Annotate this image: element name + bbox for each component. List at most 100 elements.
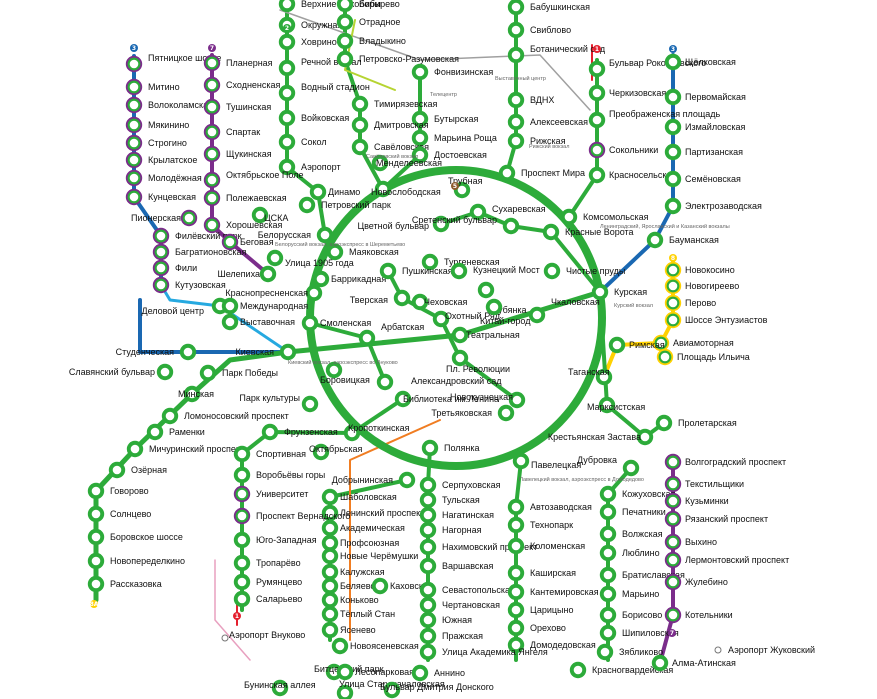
- station[interactable]: Братиславская: [599, 566, 685, 584]
- station[interactable]: Таганская: [568, 367, 613, 386]
- station[interactable]: Шоссе Энтузиастов: [664, 311, 768, 329]
- station[interactable]: Филёвский парк: [152, 227, 242, 245]
- station[interactable]: Китай-город: [480, 298, 531, 326]
- station[interactable]: Третьяковская: [431, 404, 515, 422]
- station[interactable]: Парк Победы: [199, 364, 278, 382]
- station[interactable]: Новые Черёмушки: [321, 547, 418, 565]
- station[interactable]: Петровский парк: [298, 196, 391, 214]
- station[interactable]: Арбатская: [358, 322, 425, 347]
- station[interactable]: Нагорная: [419, 521, 482, 539]
- station[interactable]: Домодедовская: [507, 636, 596, 654]
- station[interactable]: Спортивная: [233, 445, 306, 463]
- station[interactable]: Партизанская: [664, 143, 743, 161]
- station[interactable]: Сокольники: [588, 141, 658, 159]
- station[interactable]: Пролетарская: [655, 414, 737, 432]
- station[interactable]: Коломенская: [507, 537, 585, 555]
- station[interactable]: Тверская: [350, 289, 411, 307]
- station[interactable]: Шипиловская: [599, 624, 679, 642]
- station[interactable]: Минская: [178, 385, 214, 403]
- station[interactable]: Ленинский проспект: [321, 504, 424, 522]
- station[interactable]: Водный стадион: [278, 82, 370, 102]
- station[interactable]: Перово: [664, 294, 716, 312]
- station[interactable]: Нахимовский проспект: [419, 538, 538, 556]
- station[interactable]: Калужская: [321, 563, 385, 581]
- station[interactable]: Международная: [221, 297, 308, 315]
- station[interactable]: Автозаводская: [507, 498, 592, 516]
- station[interactable]: Октябрьская: [309, 443, 363, 461]
- station[interactable]: Строгино: [125, 134, 187, 152]
- station[interactable]: Проспект Мира: [498, 164, 585, 182]
- station[interactable]: Тропарёво: [233, 554, 301, 572]
- station[interactable]: Улица 1905 года: [266, 249, 354, 268]
- station[interactable]: Говорово: [87, 482, 149, 500]
- station[interactable]: Речной вокзал: [278, 57, 362, 77]
- station[interactable]: Бабушкинская: [507, 0, 590, 16]
- station[interactable]: Красные Ворота: [542, 223, 634, 241]
- station[interactable]: Фонвизинская: [411, 63, 494, 81]
- station[interactable]: Южная: [419, 611, 472, 629]
- station[interactable]: Дмитровская: [351, 116, 429, 134]
- station[interactable]: Свиблово: [507, 21, 571, 39]
- station[interactable]: Полежаевская: [203, 189, 287, 207]
- station[interactable]: Тимирязевская: [351, 95, 438, 113]
- station[interactable]: ВДНХ: [507, 91, 555, 109]
- station[interactable]: Борисово: [599, 606, 662, 624]
- station[interactable]: Аэропорт Жуковский: [714, 645, 815, 655]
- station[interactable]: Озёрная: [108, 461, 167, 479]
- station[interactable]: Шаболовская: [321, 488, 397, 506]
- station[interactable]: Бунинская аллея: [244, 679, 316, 697]
- station[interactable]: Хорошёвская: [203, 216, 283, 234]
- station[interactable]: Пл. Революции: [446, 349, 510, 374]
- station[interactable]: Бульвар Рокоссовского: [588, 58, 706, 78]
- station[interactable]: Волгоградский проспект: [664, 453, 786, 471]
- station[interactable]: Павелецкая: [512, 452, 582, 470]
- station[interactable]: Алексеевская: [507, 113, 588, 131]
- station[interactable]: Выставочная: [221, 313, 295, 331]
- station[interactable]: Новоясеневская: [331, 637, 419, 655]
- station[interactable]: Марксистская: [587, 396, 645, 414]
- station[interactable]: Кузнецкий Мост: [450, 262, 540, 280]
- station[interactable]: Крестьянская Застава: [548, 428, 654, 446]
- station[interactable]: Нагатинская: [419, 506, 494, 524]
- station[interactable]: Маяковская: [326, 243, 399, 261]
- station[interactable]: Новопеределкино: [87, 552, 185, 570]
- station[interactable]: Кузьминки: [664, 492, 729, 510]
- station[interactable]: Петровско-Разумовская: [336, 50, 459, 68]
- station[interactable]: Кутузовская: [152, 276, 226, 294]
- station[interactable]: Боровицкая: [320, 361, 370, 385]
- station[interactable]: Ясенево: [321, 621, 376, 639]
- station[interactable]: Библиотека им.Ленина: [394, 390, 499, 408]
- station[interactable]: Белорусская: [258, 226, 334, 244]
- station[interactable]: Преображенская площадь: [588, 109, 721, 129]
- station[interactable]: Смоленская: [301, 314, 372, 332]
- station[interactable]: Октябрьское Поле: [203, 170, 304, 189]
- station[interactable]: Орехово: [507, 619, 566, 637]
- station[interactable]: Волоколамская: [125, 96, 213, 114]
- station[interactable]: Зябликово: [596, 643, 663, 661]
- station[interactable]: Тургеневская: [421, 253, 500, 271]
- station[interactable]: Менделеевская: [371, 154, 442, 172]
- station[interactable]: Чертановская: [419, 596, 500, 614]
- station[interactable]: Багратионовская: [152, 243, 247, 261]
- station[interactable]: Александровский сад: [376, 373, 502, 391]
- station[interactable]: Юго-Западная: [233, 531, 317, 549]
- station[interactable]: Марьина Роща: [411, 129, 497, 147]
- station[interactable]: Савёловская: [351, 138, 429, 156]
- station[interactable]: Цветной бульвар: [357, 215, 450, 233]
- station[interactable]: Проспект Вернадского: [233, 507, 351, 525]
- station[interactable]: Митино: [125, 78, 180, 96]
- station[interactable]: Новогиреево: [664, 277, 739, 295]
- station[interactable]: Солнцево: [87, 505, 151, 523]
- station[interactable]: Рязанский проспект: [664, 510, 768, 528]
- station[interactable]: Добрынинская: [332, 471, 416, 489]
- station[interactable]: Технопарк: [507, 516, 573, 534]
- station[interactable]: Полянка: [421, 439, 480, 457]
- station[interactable]: Новокосино: [664, 261, 735, 279]
- station[interactable]: Чеховская: [411, 293, 468, 311]
- station[interactable]: Новокузнецкая: [450, 391, 526, 409]
- station[interactable]: Бульвар Дмитрия Донского: [380, 681, 494, 699]
- station[interactable]: Кожуховская: [599, 485, 676, 503]
- station[interactable]: Каширская: [507, 564, 576, 582]
- station[interactable]: Владыкино: [336, 32, 406, 50]
- station[interactable]: Красногвардейская: [569, 661, 674, 679]
